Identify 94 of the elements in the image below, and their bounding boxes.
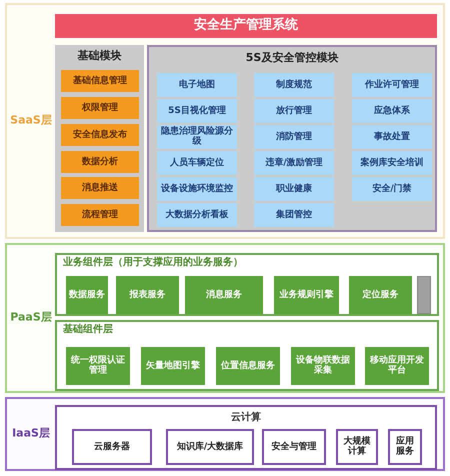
module-panel [147, 45, 437, 232]
function-box [157, 99, 237, 123]
service-label: 报表服务 [128, 290, 166, 300]
function-label: 大数据分析看板 [164, 210, 230, 220]
service-box [141, 347, 205, 385]
function-box [61, 97, 139, 119]
service-label: 定位服务 [362, 290, 400, 300]
function-label: 应急体系 [373, 106, 411, 116]
component-panel [55, 320, 439, 391]
function-box [254, 125, 334, 149]
service-box [349, 276, 412, 314]
resource-box [262, 429, 326, 465]
resource-box [166, 429, 254, 465]
function-box [352, 125, 432, 149]
resource-label: 知识库/大数据库 [176, 442, 244, 452]
cloud-heading: 云计算 [230, 412, 262, 424]
service-box [66, 276, 108, 314]
function-label: 基础信息管理 [72, 76, 128, 86]
service-label: 统一权限认证管理 [70, 356, 126, 376]
function-label: 事故处置 [373, 132, 411, 142]
function-label: 消防管理 [275, 132, 313, 142]
module-panel [55, 45, 144, 232]
function-box [157, 73, 237, 97]
function-box [157, 151, 237, 175]
service-label: 业务规则引擎 [278, 290, 334, 300]
resource-label: 云服务器 [93, 442, 131, 452]
resource-label: 安全与管理 [270, 442, 318, 452]
function-label: 权限管理 [80, 102, 119, 114]
function-box [61, 177, 139, 199]
module-heading: 5S及安全管控模块 [244, 52, 340, 65]
function-box [352, 73, 432, 97]
service-label: 移动应用开发平台 [368, 356, 425, 376]
function-box [61, 204, 139, 226]
service-box [365, 347, 429, 385]
function-box [61, 70, 139, 92]
service-box [216, 347, 280, 385]
function-label: 设备设施环境监控 [160, 184, 234, 194]
service-label: 消息服务 [205, 290, 243, 300]
function-box [254, 203, 334, 227]
service-box [291, 347, 355, 385]
function-label: 违章/激励管理 [264, 158, 324, 168]
function-label: 职业健康 [274, 184, 313, 194]
service-label: 位置信息服务 [220, 360, 276, 372]
resource-label: 应用服务 [395, 436, 415, 458]
function-label: 5S目视化管理 [167, 106, 227, 116]
function-label: 消息推送 [81, 182, 119, 194]
function-label: 作业许可管理 [364, 80, 420, 90]
system-title-bar [55, 14, 437, 38]
function-label: 隐患治理风险源分级 [160, 126, 234, 148]
resource-box [336, 429, 378, 465]
function-box [254, 151, 334, 175]
system-title: 安全生产管理系统 [193, 18, 299, 34]
function-label: 人员车辆定位 [169, 158, 225, 168]
function-box [254, 99, 334, 123]
layer-label: SaaS层 [9, 114, 53, 128]
function-label: 制度规范 [274, 80, 313, 90]
function-box [61, 124, 139, 146]
resource-box [388, 429, 422, 465]
function-box [352, 177, 432, 201]
function-box [254, 73, 334, 97]
module-heading: 基础模块 [76, 50, 122, 63]
function-box [352, 151, 432, 175]
layer-label: IaaS层 [11, 428, 51, 440]
function-box [352, 99, 432, 123]
service-label: 矢量地图引擎 [145, 360, 201, 372]
service-box [274, 276, 339, 314]
function-box [254, 177, 334, 201]
service-label: 设备物联数据采集 [294, 356, 351, 376]
service-box [116, 276, 179, 314]
function-label: 安全/门禁 [371, 184, 413, 194]
function-box [157, 203, 237, 227]
placeholder-box [417, 276, 431, 314]
service-box [185, 276, 263, 314]
cloud-panel [55, 405, 437, 470]
service-label: 数据服务 [69, 290, 105, 300]
function-label: 数据分析 [81, 156, 119, 168]
layer-band [5, 243, 445, 393]
resource-label: 大规模计算 [342, 436, 372, 458]
function-box [61, 151, 139, 173]
function-box [157, 177, 237, 201]
function-label: 电子地图 [178, 80, 216, 90]
function-label: 流程管理 [81, 210, 119, 220]
component-heading: 基础组件层 [63, 324, 113, 336]
function-label: 安全信息发布 [72, 130, 128, 140]
layer-band [5, 397, 445, 471]
layer-band [5, 3, 445, 239]
layer-label: PaaS层 [9, 312, 53, 324]
service-box [66, 347, 130, 385]
function-label: 集团管控 [275, 210, 313, 220]
resource-box [72, 429, 152, 465]
function-label: 放行管理 [275, 106, 313, 116]
component-heading: 业务组件层（用于支撑应用的业务服务） [63, 257, 243, 268]
function-label: 案例库安全培训 [360, 158, 424, 168]
component-panel [55, 253, 439, 316]
